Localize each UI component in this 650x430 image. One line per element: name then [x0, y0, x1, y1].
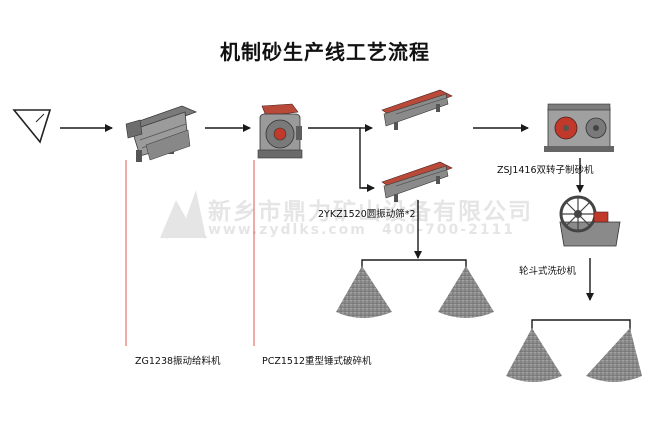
watermark-phone: 400-700-2111	[382, 222, 516, 238]
sand-pile-2	[438, 266, 494, 318]
label-washer: 轮斗式洗砂机	[519, 266, 577, 277]
bracket-screen-piles	[361, 259, 467, 270]
label-feeder: ZG1238振动给料机	[135, 356, 221, 367]
vibrating-screen-top	[381, 89, 453, 130]
sand-pile-4	[586, 328, 642, 382]
bracket-final-piles	[531, 319, 631, 332]
hammer-crusher-machine	[257, 103, 303, 159]
wheel-sand-washer	[559, 195, 621, 247]
double-rotor-sand-maker	[544, 103, 614, 152]
page-title: 机制砂生产线工艺流程	[220, 40, 430, 64]
sand-pile-1	[336, 266, 392, 318]
vibrating-feeder-machine	[125, 105, 198, 162]
leader-lines	[125, 160, 255, 346]
label-crusher: PCZ1512重型锤式破碎机	[262, 356, 372, 367]
sand-pile-3	[506, 328, 562, 382]
vibrating-screen-bottom	[381, 161, 453, 202]
label-screen: 2YKZ1520圆振动筛*2	[318, 209, 416, 220]
label-sand-maker: ZSJ1416双转子制砂机	[497, 165, 594, 176]
sand-piles	[336, 266, 642, 382]
watermark-company: 新乡市鼎力矿山设备有限公司	[208, 199, 533, 225]
flow-arrows	[60, 124, 631, 332]
feed-hopper-icon	[12, 109, 52, 144]
watermark-logo-icon	[160, 190, 208, 239]
watermark-website: www.zydlks.com	[208, 222, 367, 238]
bracket-to-screens	[308, 127, 372, 189]
